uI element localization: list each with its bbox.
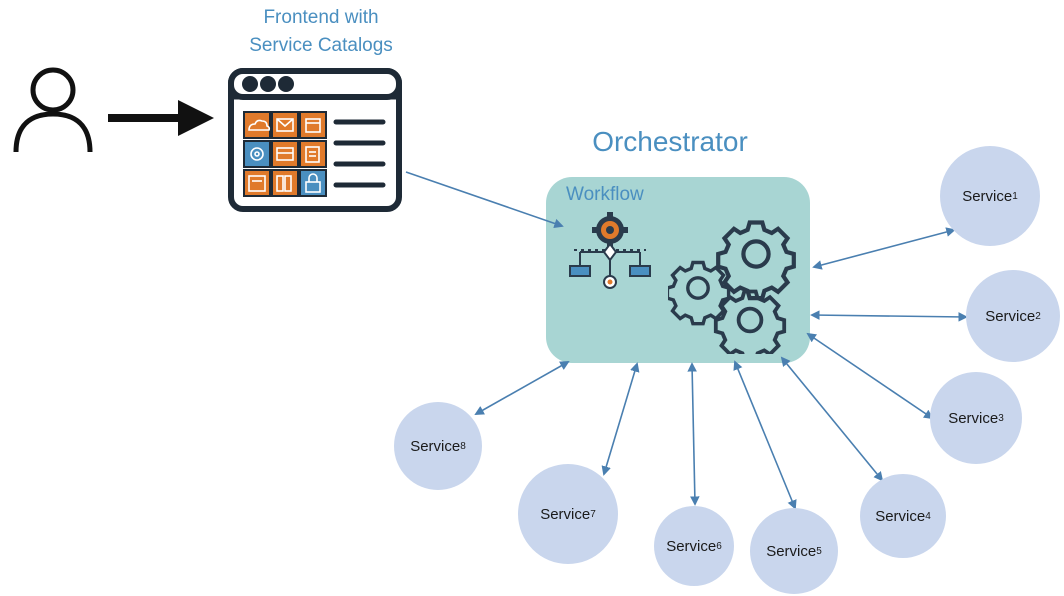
- service-index: 4: [925, 510, 931, 522]
- service-label: Service: [875, 507, 926, 525]
- service-index: 6: [716, 540, 722, 552]
- service-label: Service: [766, 542, 817, 560]
- link-service-7: [601, 362, 640, 476]
- service-index: 5: [816, 545, 822, 557]
- orchestrator-title: Orchestrator: [592, 126, 748, 157]
- service-label: Service: [410, 437, 461, 455]
- service-index: 8: [460, 440, 466, 452]
- service-index: 1: [1012, 190, 1018, 202]
- service-label: Service: [985, 307, 1036, 325]
- link-service-3: [806, 332, 934, 420]
- browser-window-icon: [228, 68, 402, 212]
- link-service-5: [733, 360, 797, 510]
- service-index: 3: [998, 412, 1004, 424]
- frontend-to-workflow-arrow: [405, 171, 564, 229]
- frontend-title-line2: Service Catalogs: [249, 35, 393, 56]
- user-icon: [13, 67, 93, 153]
- service-index: 7: [590, 508, 596, 520]
- workflow-icon: [569, 212, 651, 289]
- link-service-8: [474, 361, 570, 415]
- service-label: Service: [962, 187, 1013, 205]
- service-label: Service: [666, 537, 717, 555]
- link-service-1: [812, 227, 956, 270]
- link-service-4: [780, 356, 884, 482]
- frontend-title: Frontend with Service Catalogs: [218, 4, 424, 60]
- workflow-label: Workflow: [566, 184, 644, 205]
- user-to-frontend-arrow: [108, 100, 214, 136]
- service-index: 2: [1035, 310, 1041, 322]
- frontend-title-line1: Frontend with: [263, 7, 379, 28]
- link-service-6: [687, 362, 700, 506]
- link-service-2: [810, 310, 968, 322]
- service-label: Service: [540, 505, 591, 523]
- service-label: Service: [948, 409, 999, 427]
